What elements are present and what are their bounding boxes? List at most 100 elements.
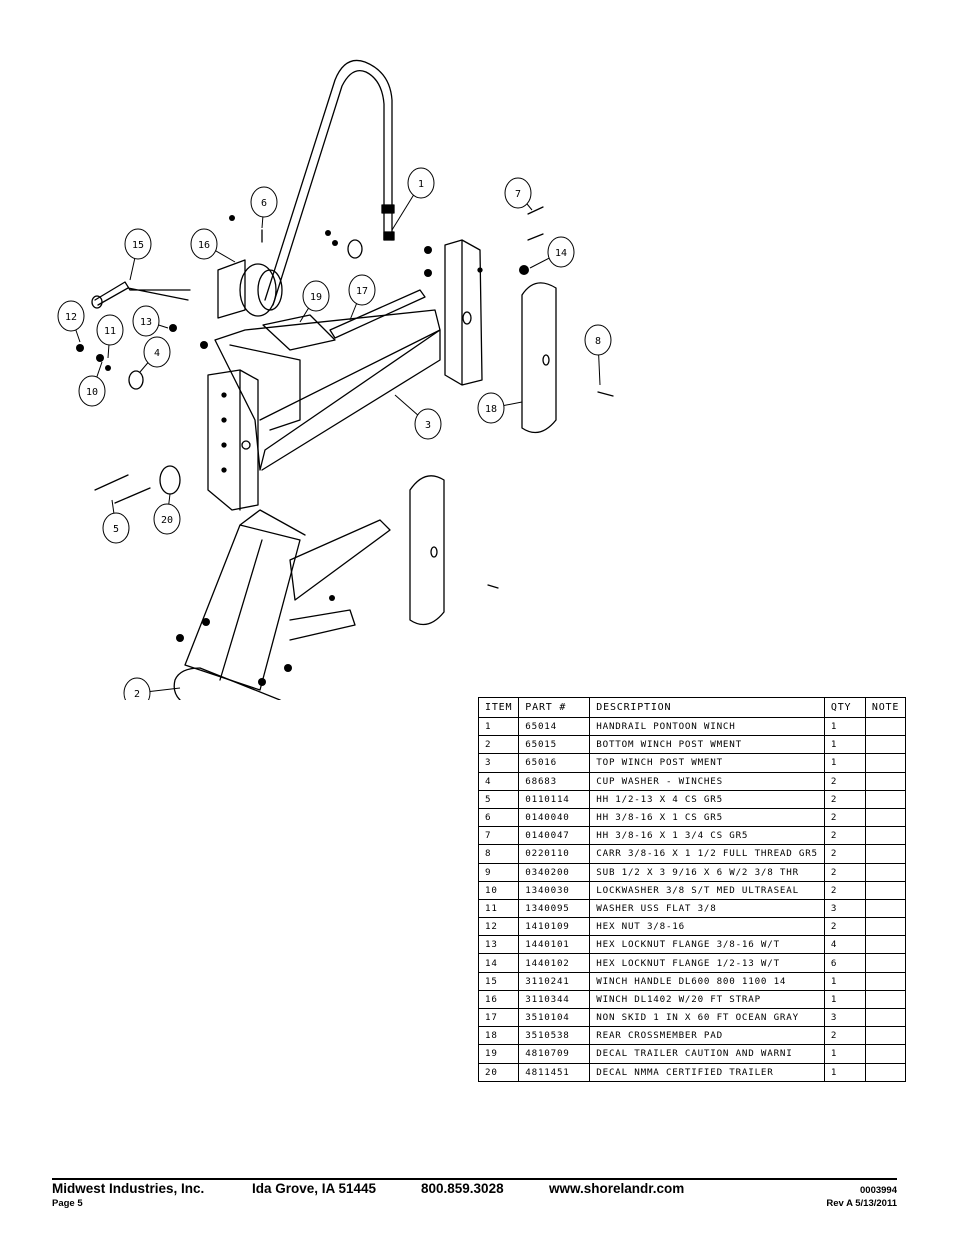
callout-number: 3: [425, 420, 431, 431]
cell-part-number: 1340030: [518, 880, 591, 900]
callout-balloon: [132, 305, 160, 337]
cell-item: 19: [477, 1044, 520, 1064]
cell-description: HEX LOCKNUT FLANGE 1/2-13 W/T: [589, 953, 825, 973]
cell-item: 18: [477, 1026, 520, 1046]
footer-location: Ida Grove, IA 51445: [252, 1181, 377, 1196]
cell-item: 10: [477, 880, 520, 900]
cell-description: HH 3/8-16 X 1 3/4 CS GR5: [589, 826, 825, 846]
cell-qty: 2: [823, 917, 866, 937]
cell-description: LOCKWASHER 3/8 S/T MED ULTRASEAL: [589, 880, 825, 900]
cell-item: 7: [477, 826, 520, 846]
callout-number: 17: [356, 286, 368, 297]
cell-description: DECAL TRAILER CAUTION AND WARNI: [589, 1044, 825, 1064]
bolt-long-2: [114, 487, 151, 504]
exploded-parts-diagram: 1234567891011121314151617181920: [57, 59, 614, 700]
cell-qty: 2: [823, 807, 866, 828]
cell-note: [864, 735, 907, 755]
cup-washer-2: [347, 239, 363, 259]
callout-balloon: [102, 512, 130, 544]
cell-part-number: 0140047: [518, 826, 591, 846]
cell-part-number: 0340200: [518, 862, 591, 882]
cell-part-number: 3110344: [518, 989, 591, 1010]
header-description: DESCRIPTION: [589, 697, 825, 718]
footer-rule: [52, 1178, 897, 1180]
header-note: NOTE: [864, 697, 907, 718]
callout-number: 5: [113, 524, 119, 535]
table-header-row: ITEM PART # DESCRIPTION QTY NOTE: [477, 697, 907, 718]
bolt-long-1: [94, 474, 129, 491]
cell-qty: 3: [823, 1007, 866, 1028]
cell-note: [864, 989, 907, 1010]
crossmember-pad-upper: [521, 282, 557, 434]
callout-number: 2: [134, 689, 140, 700]
cell-qty: 1: [823, 1062, 866, 1082]
cell-qty: 2: [823, 1026, 866, 1046]
cell-part-number: 3510104: [518, 1007, 591, 1028]
footer-phone: 800.859.3028: [421, 1181, 504, 1196]
cell-part-number: 4811451: [518, 1062, 591, 1082]
callout-number: 1: [418, 179, 424, 190]
cell-item: 17: [477, 1007, 520, 1028]
callout-balloon: [57, 300, 85, 332]
cell-part-number: 0140040: [518, 807, 591, 828]
callout-balloon: [348, 274, 376, 306]
callout-number: 15: [132, 240, 144, 251]
cell-note: [864, 917, 907, 937]
callout-number: 13: [140, 317, 152, 328]
callout-number: 16: [198, 240, 210, 251]
callout-number: 4: [154, 348, 160, 359]
callout-balloon: [250, 186, 278, 218]
cell-qty: 2: [823, 880, 866, 900]
top-post-crossmember: [214, 309, 441, 471]
winch-drum: [239, 263, 277, 317]
cell-item: 20: [477, 1062, 520, 1082]
callout-number: 10: [86, 387, 98, 398]
bottom-post-plate: [173, 667, 282, 700]
cell-note: [864, 1026, 907, 1046]
winch-handle: [94, 281, 191, 306]
footer-doc-number: 0003994: [860, 1185, 897, 1196]
header-item: ITEM: [477, 697, 520, 718]
bottom-post-crossmember: [289, 519, 391, 641]
cell-qty: 2: [823, 844, 866, 864]
cell-qty: 1: [823, 716, 866, 737]
cell-qty: 1: [823, 989, 866, 1010]
cell-item: 14: [477, 953, 520, 973]
cell-description: REAR CROSSMEMBER PAD: [589, 1026, 825, 1046]
cell-description: WINCH HANDLE DL600 800 1100 14: [589, 971, 825, 991]
callout-balloon: [584, 324, 612, 356]
cell-item: 16: [477, 989, 520, 1010]
callout-number: 12: [65, 312, 77, 323]
cell-description: CARR 3/8-16 X 1 1/2 FULL THREAD GR5: [589, 844, 825, 864]
cell-item: 1: [477, 716, 520, 737]
footer-page: Page 5: [52, 1198, 83, 1209]
callout-balloon: [407, 167, 435, 199]
cell-part-number: 65014: [518, 716, 591, 737]
callout-balloon: [123, 677, 151, 700]
cell-note: [864, 753, 907, 773]
callout-balloon: [124, 228, 152, 260]
cell-note: [864, 935, 907, 955]
cell-qty: 1: [823, 735, 866, 755]
cell-part-number: 68683: [518, 771, 591, 791]
cell-qty: 2: [823, 826, 866, 846]
callout-balloon: [477, 392, 505, 424]
bolt-7-upper: [527, 206, 544, 215]
cell-description: HH 3/8-16 X 1 CS GR5: [589, 807, 825, 828]
cell-note: [864, 1007, 907, 1028]
